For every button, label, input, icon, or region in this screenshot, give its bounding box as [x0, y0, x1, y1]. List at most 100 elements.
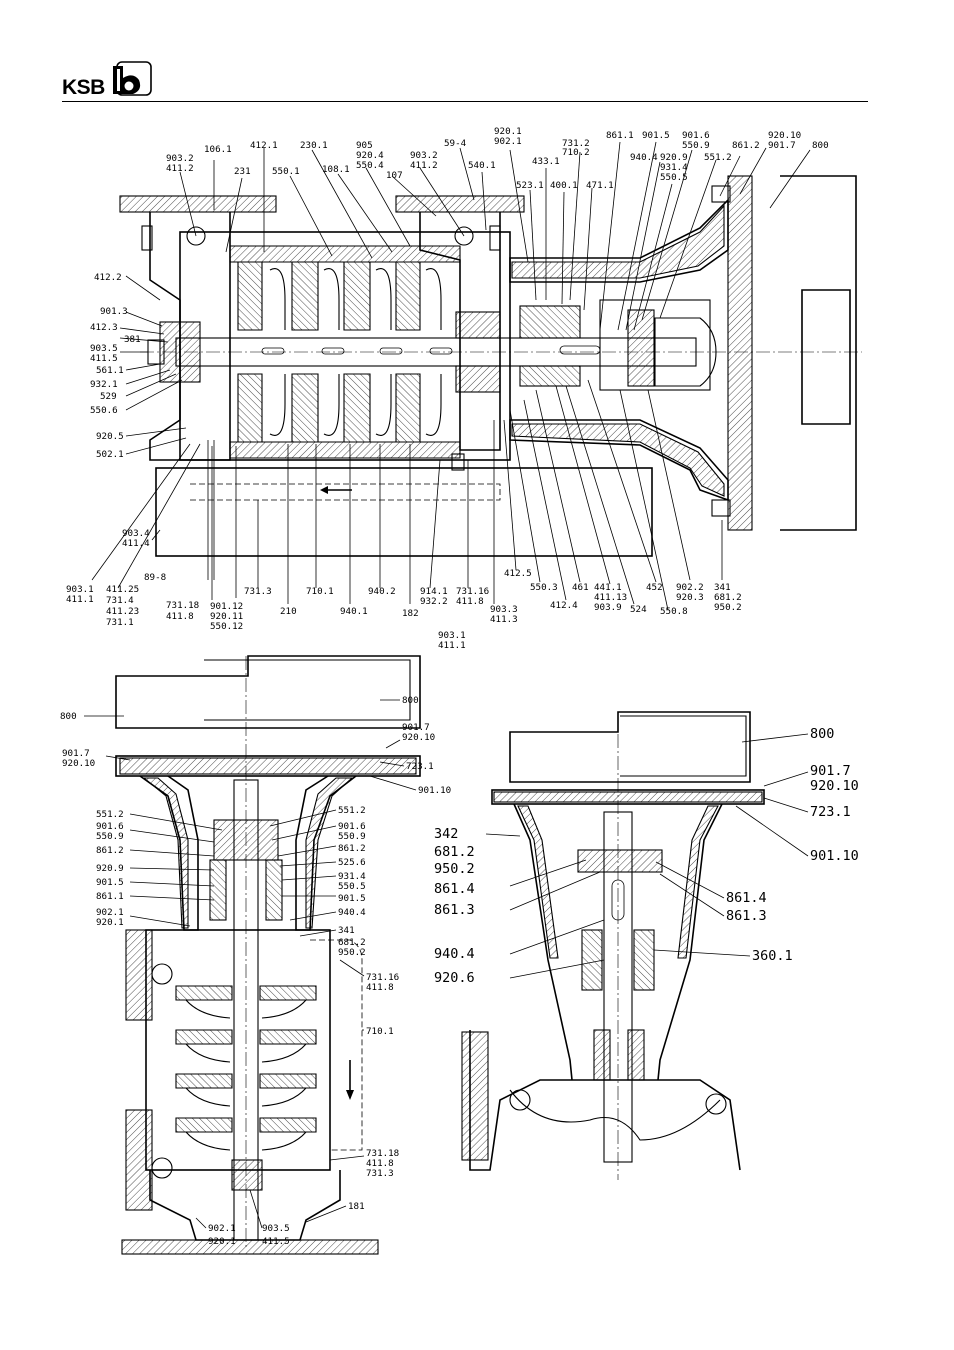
label: 411.5 [90, 353, 118, 364]
label: 920.3 [676, 592, 704, 603]
label: 901.10 [810, 848, 859, 864]
label: 903.2 [166, 153, 194, 164]
label: 950.2 [338, 947, 366, 958]
label: 550.9 [682, 140, 710, 151]
label: 903.1 [438, 630, 466, 641]
label: 920.1 [96, 917, 124, 928]
label: 800 [60, 711, 77, 722]
label: 723.1 [810, 804, 851, 820]
label: 561.1 [96, 365, 124, 376]
ksb-b-mark-icon [113, 61, 152, 96]
label: 861.4 [726, 890, 767, 906]
label: 861.1 [606, 130, 634, 141]
label: 551.2 [704, 152, 732, 163]
label: 550.4 [356, 160, 384, 171]
label: 341 [714, 582, 731, 593]
label: 731.18 [366, 1148, 399, 1159]
label: 710.2 [562, 147, 590, 158]
label: 411.1 [66, 594, 94, 605]
label: 861.4 [434, 881, 475, 897]
label: 940.4 [338, 907, 366, 918]
label: 681.2 [338, 937, 366, 948]
label: 550.9 [96, 831, 124, 842]
label: 231 [234, 166, 251, 177]
bolts-top [141, 185, 731, 517]
label: 861.2 [338, 843, 366, 854]
label: 433.1 [532, 156, 560, 167]
label: 800 [812, 140, 829, 151]
label: 940.4 [630, 152, 658, 163]
top-leader-lines [91, 141, 811, 611]
label: 182 [402, 608, 419, 619]
label: 412.4 [550, 600, 578, 611]
label: 731.16 [366, 972, 399, 983]
label: 502.1 [96, 449, 124, 460]
label: 461 [572, 582, 589, 593]
label: 550.12 [210, 621, 243, 632]
label: 950.2 [714, 602, 742, 613]
label: 901.5 [338, 893, 366, 904]
label: 412.3 [90, 322, 118, 333]
bottom-left-labels: 800 800 901.7 920.10 901.7 920.10 723.1 … [60, 695, 451, 1247]
label: 550.9 [338, 831, 366, 842]
label: 920.1 [208, 1236, 236, 1247]
label: 861.3 [434, 902, 475, 918]
bottom-right-leader-lines [485, 733, 809, 979]
label: 940.1 [340, 606, 368, 617]
label: 230.1 [300, 140, 328, 151]
label: 471.1 [586, 180, 614, 191]
label: 920.10 [402, 732, 435, 743]
label: 902.1 [96, 907, 124, 918]
label: 731.18 [166, 600, 199, 611]
label: 901.5 [96, 877, 124, 888]
label: 920.11 [210, 611, 243, 622]
label: 525.6 [338, 857, 366, 868]
label: 901.5 [642, 130, 670, 141]
bottom-right-vertical-pump-drawing [461, 711, 765, 1180]
label: 681.2 [714, 592, 742, 603]
label: 901.7 [768, 140, 796, 151]
label: 903.3 [490, 604, 518, 615]
label: 920.10 [768, 130, 801, 141]
label: 400.1 [550, 180, 578, 191]
label: 901.3 [100, 306, 128, 317]
label: 903.4 [122, 528, 150, 539]
label: 920.10 [810, 778, 859, 794]
label: 381 [124, 334, 141, 345]
label: 411.8 [366, 1158, 394, 1169]
label: 411.8 [456, 596, 484, 607]
label: 441.1 [594, 582, 622, 593]
label: 723.1 [406, 761, 434, 772]
label: 861.2 [96, 845, 124, 856]
label: 411.23 [106, 606, 139, 617]
bottom-right-labels: 800 901.7 920.10 723.1 901.10 342 681.2 … [434, 726, 859, 986]
label: 550.5 [660, 172, 688, 183]
label: 901.6 [682, 130, 710, 141]
label: 107 [386, 170, 403, 181]
label: 551.2 [338, 805, 366, 816]
label: 861.3 [726, 908, 767, 924]
label: 360.1 [752, 948, 793, 964]
label: 411.4 [122, 538, 150, 549]
label: 89-8 [144, 572, 166, 583]
label: 411.13 [594, 592, 627, 603]
bottom-left-vertical-pump-drawing [115, 655, 421, 1255]
label: 411.8 [166, 611, 194, 622]
label: 681.2 [434, 844, 475, 860]
label: 411.1 [438, 640, 466, 651]
label: 932.1 [90, 379, 118, 390]
label: 940.2 [368, 586, 396, 597]
label: 411.2 [410, 160, 438, 171]
label: 550.3 [530, 582, 558, 593]
label: 550.5 [338, 881, 366, 892]
label: 914.1 [420, 586, 448, 597]
label: 901.7 [402, 722, 430, 733]
label: 411.2 [166, 163, 194, 174]
label: 903.5 [262, 1223, 290, 1234]
label: 905 [356, 140, 373, 151]
label: 903.9 [594, 602, 622, 613]
label: 903.5 [90, 343, 118, 354]
label: 59-4 [444, 138, 467, 149]
label: 920.4 [356, 150, 384, 161]
